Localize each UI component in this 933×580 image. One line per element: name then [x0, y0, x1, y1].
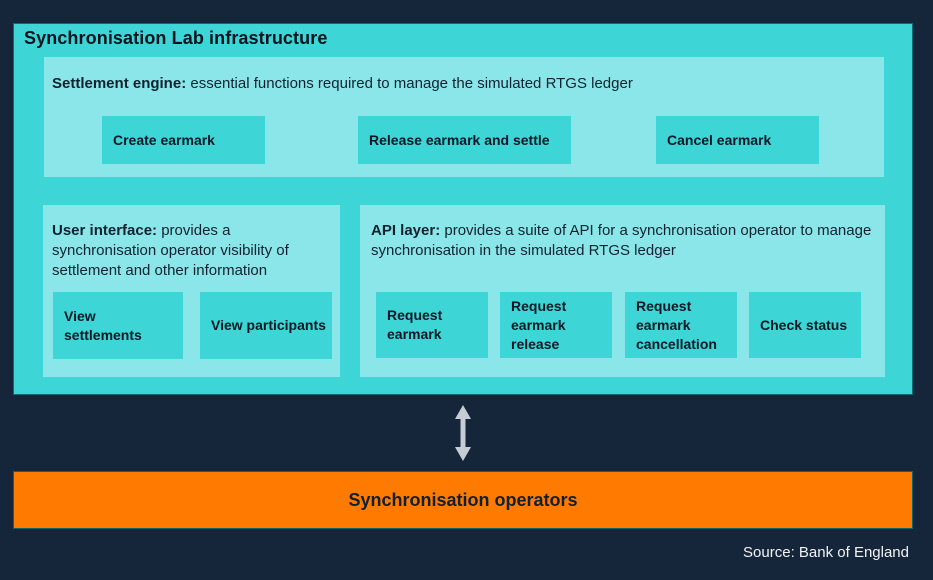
user-interface-title-bold: User interface: [52, 222, 158, 239]
api-layer-title: API layer: provides a suite of API for a… [371, 221, 873, 261]
settlement-engine-title-bold: Settlement engine: [52, 75, 187, 92]
node-view-participants: View participants [200, 292, 332, 359]
api-layer-panel: API layer: provides a suite of API for a… [360, 205, 885, 377]
node-release-earmark-and-settle: Release earmark and settle [358, 116, 571, 164]
settlement-engine-title: Settlement engine: essential functions r… [52, 74, 874, 94]
user-interface-panel: User interface: provides a synchronisati… [43, 205, 340, 377]
bidirectional-arrow-icon [454, 405, 472, 461]
node-view-settlements: View settlements [53, 292, 183, 359]
node-create-earmark: Create earmark [102, 116, 265, 164]
lab-title: Synchronisation Lab infrastructure [24, 28, 328, 48]
node-request-earmark-cancellation: Request earmark cancellation [625, 292, 737, 358]
synchronisation-lab-container: Synchronisation Lab infrastructure Settl… [13, 23, 913, 395]
node-request-earmark: Request earmark [376, 292, 488, 358]
user-interface-title-text: provides a synchronisation operator visi… [52, 222, 289, 279]
node-check-status: Check status [749, 292, 861, 358]
node-cancel-earmark: Cancel earmark [656, 116, 819, 164]
synchronisation-operators-bar: Synchronisation operators [13, 471, 913, 529]
source-attribution: Source: Bank of England [743, 544, 909, 561]
api-layer-title-text: provides a suite of API for a synchronis… [371, 222, 872, 259]
user-interface-title: User interface: provides a synchronisati… [52, 221, 332, 281]
node-request-earmark-release: Request earmark release [500, 292, 612, 358]
operators-label: Synchronisation operators [348, 489, 578, 510]
settlement-engine-title-text: essential functions required to manage t… [186, 75, 633, 92]
api-layer-title-bold: API layer: [371, 222, 441, 239]
settlement-engine-panel: Settlement engine: essential functions r… [44, 57, 884, 177]
